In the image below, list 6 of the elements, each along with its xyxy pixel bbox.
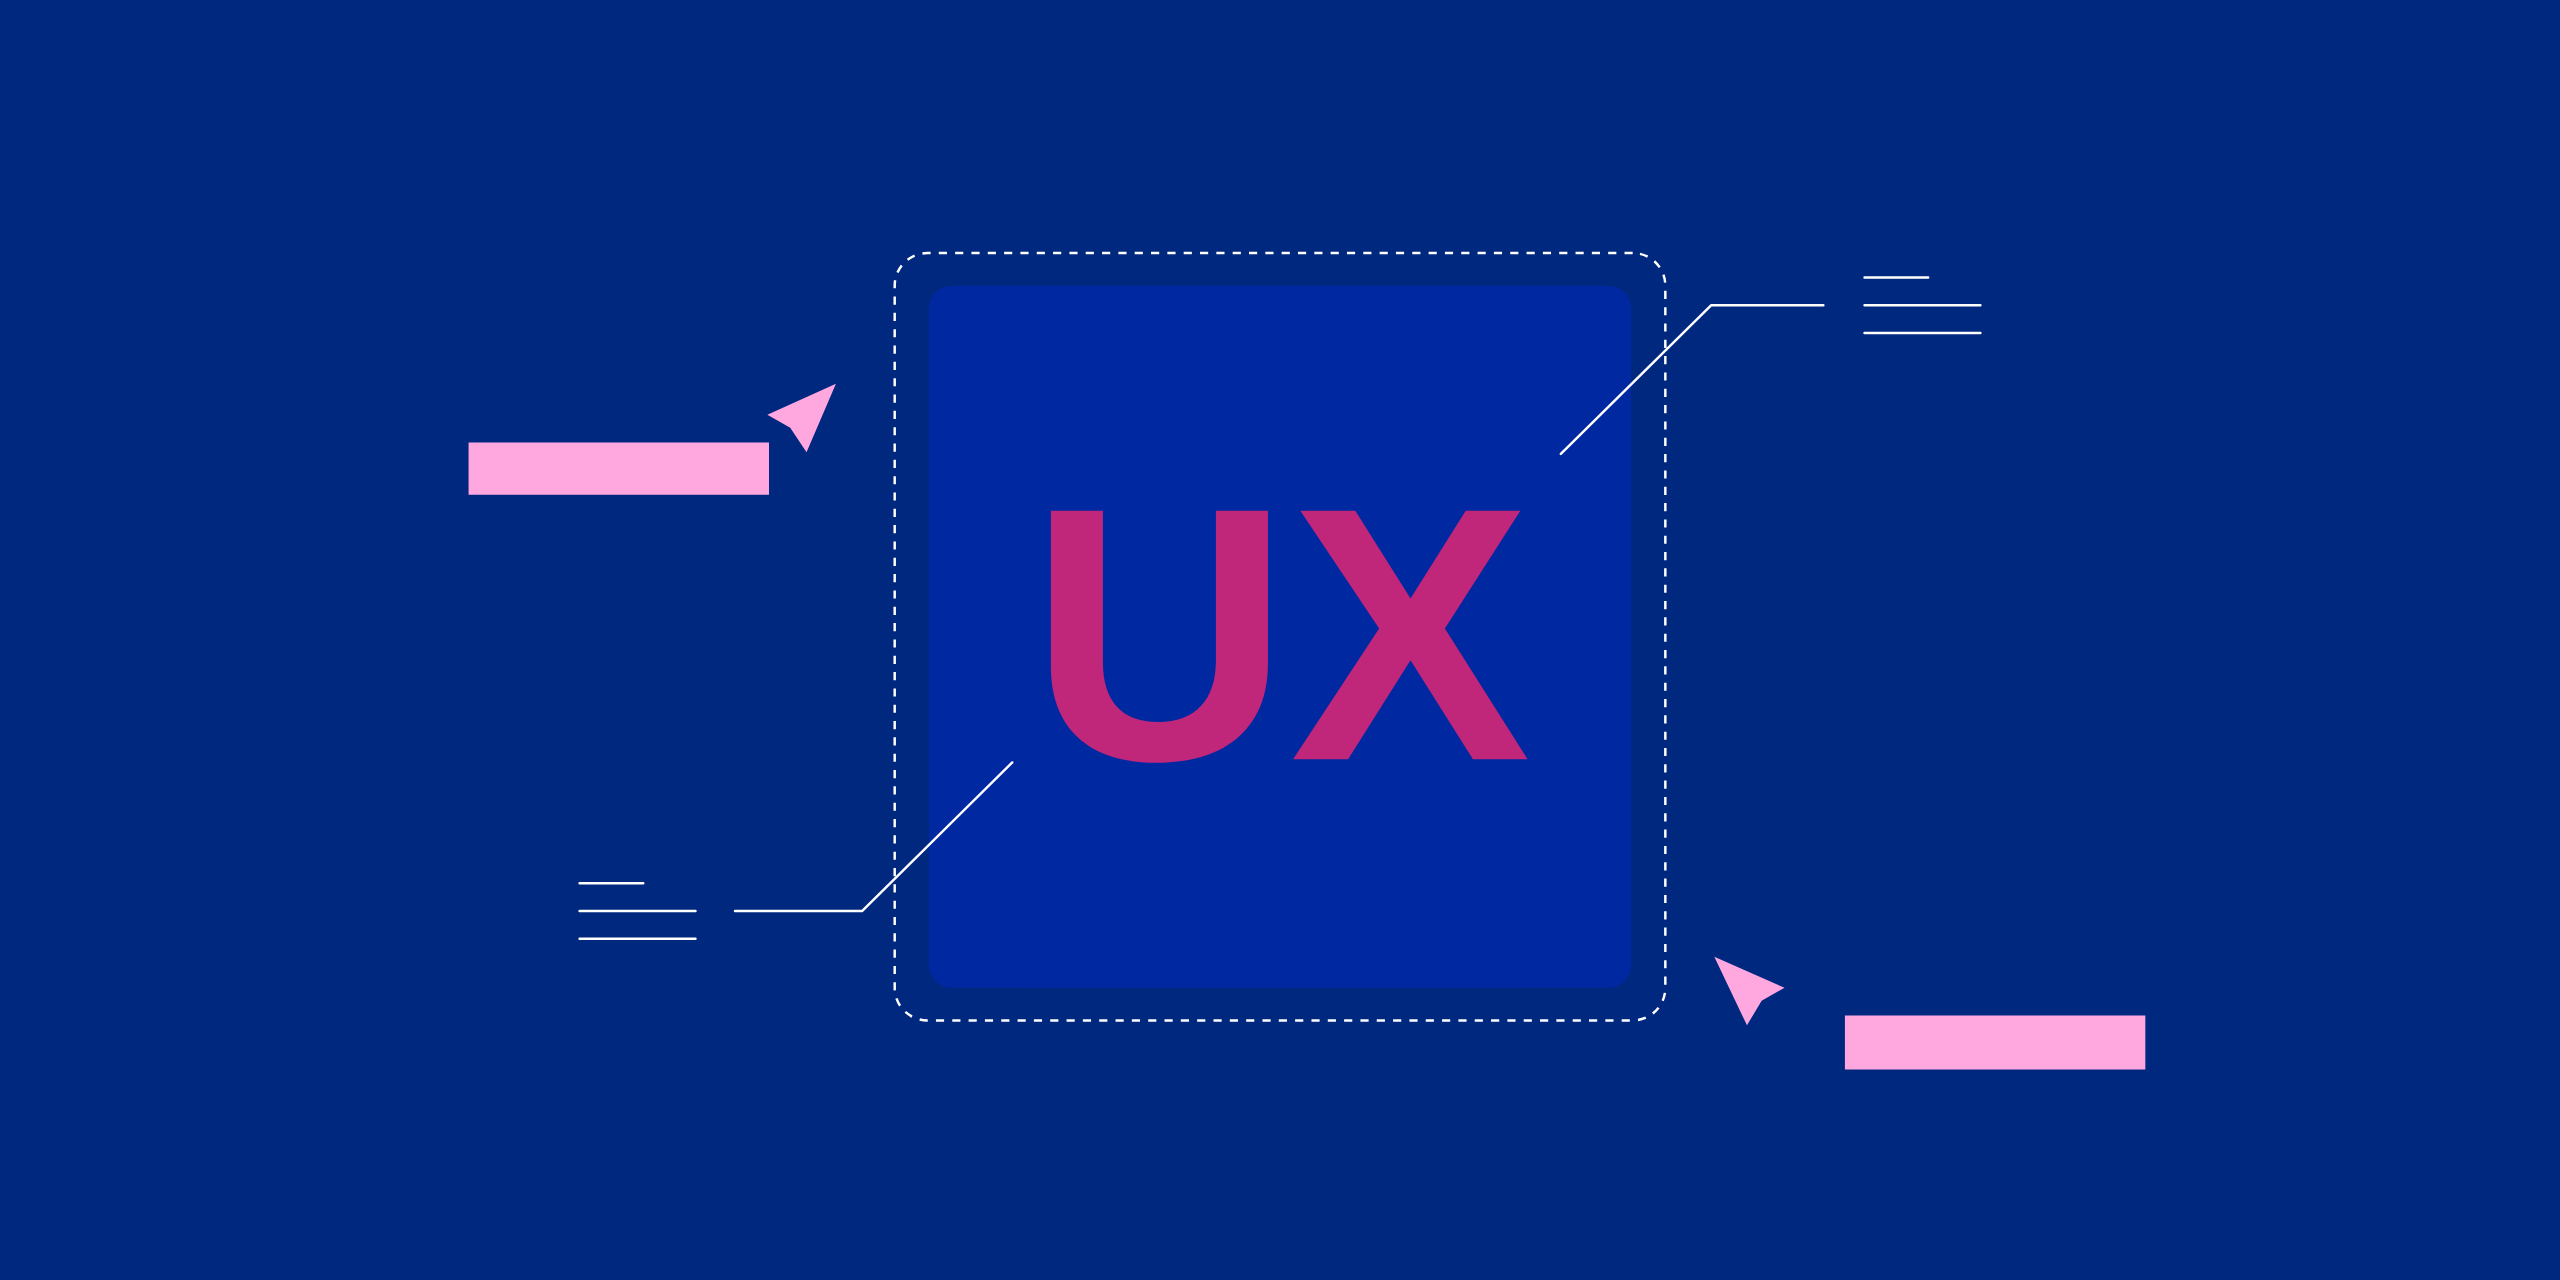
leader-line	[1559, 304, 1825, 456]
text-lines-icon	[578, 882, 697, 940]
leader-line	[733, 761, 1014, 913]
tile: UX	[929, 285, 1632, 988]
dashed-frame	[893, 251, 1667, 1022]
text-lines-icon	[1863, 276, 1982, 335]
